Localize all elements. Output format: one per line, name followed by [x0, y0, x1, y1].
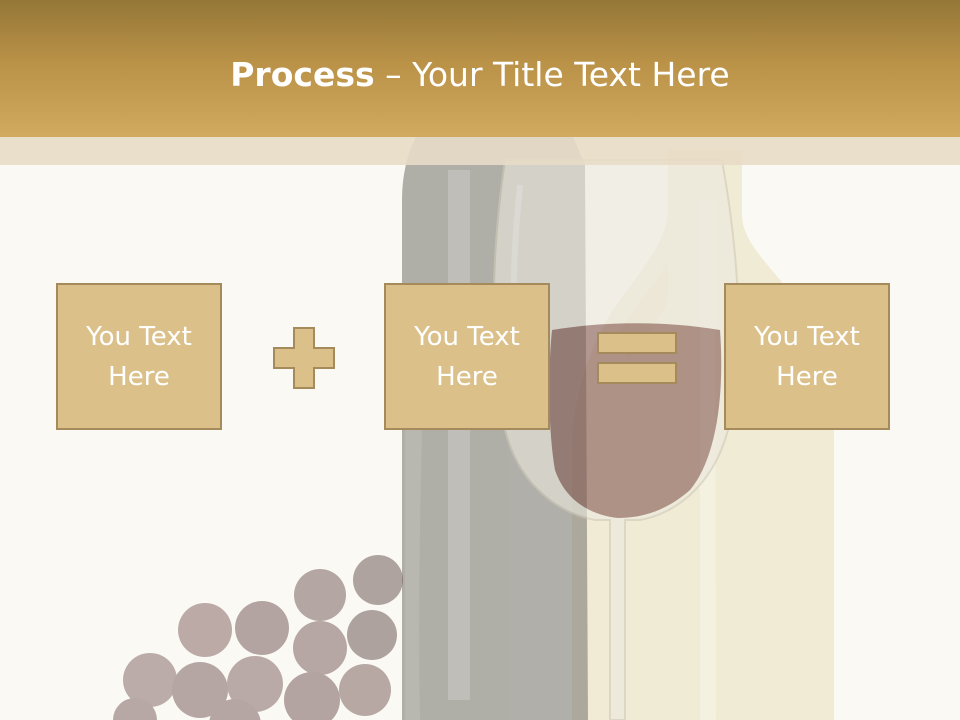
slide-title-rest: – Your Title Text Here: [374, 55, 730, 94]
process-box-1-label: You Text Here: [86, 321, 192, 392]
process-box-3-label: You Text Here: [754, 321, 860, 392]
equals-icon: [597, 332, 677, 384]
slide-title[interactable]: Process – Your Title Text Here: [0, 50, 960, 100]
title-bar: [0, 0, 960, 137]
process-box-2-label: You Text Here: [414, 321, 520, 392]
plus-icon: [273, 327, 335, 389]
process-box-2[interactable]: You Text Here: [384, 283, 550, 430]
process-box-1[interactable]: You Text Here: [56, 283, 222, 430]
title-divider-strip: [0, 137, 960, 165]
process-box-3[interactable]: You Text Here: [724, 283, 890, 430]
slide-title-bold: Process: [230, 55, 375, 94]
grapes-icon: [113, 555, 403, 720]
